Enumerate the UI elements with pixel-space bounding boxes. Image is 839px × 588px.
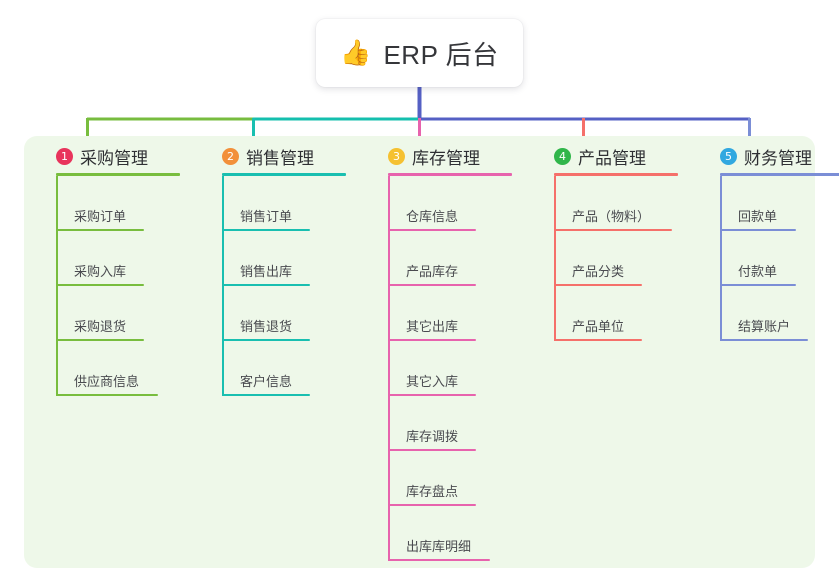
leaf-underline (56, 229, 144, 231)
branch-underline-1 (56, 173, 180, 176)
leaf-node[interactable]: 库存盘点 (388, 451, 476, 506)
branch-header-3[interactable]: 3 库存管理 (372, 136, 512, 176)
leaf-underline (222, 339, 310, 341)
branch-spine-2 (222, 176, 224, 396)
leaf-node[interactable]: 采购退货 (56, 286, 144, 341)
leaf-underline (56, 284, 144, 286)
branch-columns: 1 采购管理采购订单采购入库采购退货供应商信息 2 销售管理销售订单销售出库销售退货客… (24, 136, 839, 568)
leaf-label: 仓库信息 (406, 209, 459, 224)
leaf-node[interactable]: 客户信息 (222, 341, 310, 396)
thumbs-up-icon: 👍 (340, 38, 372, 67)
leaf-node[interactable]: 回款单 (720, 176, 796, 231)
branch-header-4[interactable]: 4 产品管理 (538, 136, 678, 176)
leaf-label: 供应商信息 (74, 374, 140, 389)
branch-spine-4 (554, 176, 556, 341)
leaf-label: 库存调拨 (406, 429, 459, 444)
leaf-label: 销售出库 (240, 264, 293, 279)
branch-column-1: 1 采购管理采购订单采购入库采购退货供应商信息 (40, 136, 180, 396)
branch-column-5: 5 财务管理回款单付款单结算账户 (704, 136, 839, 341)
branch-badge-2: 2 (222, 147, 239, 165)
branch-column-4: 4 产品管理产品（物料） 产品分类产品单位 (538, 136, 678, 341)
leaf-label: 回款单 (738, 209, 778, 224)
leaf-label: 销售订单 (240, 209, 293, 224)
branch-header-1[interactable]: 1 采购管理 (40, 136, 180, 176)
leaf-node[interactable]: 出库库明细 (388, 506, 490, 561)
root-node[interactable]: 👍 ERP 后台 (316, 19, 523, 87)
leaf-underline (388, 229, 476, 231)
branches-panel (24, 136, 815, 568)
branch-column-3: 3 库存管理仓库信息产品库存其它出库其它入库库存调拨库存盘点出库库明细 (372, 136, 512, 561)
leaf-underline (720, 229, 796, 231)
leaf-label: 客户信息 (240, 374, 293, 389)
branch-spine-1 (56, 176, 58, 396)
branch-badge-4: 4 (554, 147, 571, 165)
branch-badge-5: 5 (720, 147, 737, 165)
leaf-node[interactable]: 结算账户 (720, 286, 808, 341)
leaf-label: 产品分类 (572, 264, 625, 279)
leaf-label: 出库库明细 (406, 539, 472, 554)
leaf-underline (388, 559, 490, 561)
branch-header-5[interactable]: 5 财务管理 (704, 136, 839, 176)
leaf-underline (388, 394, 476, 396)
leaf-node[interactable]: 产品单位 (554, 286, 642, 341)
branch-label-3: 库存管理 (412, 148, 480, 168)
leaf-underline (554, 339, 642, 341)
root-node-label: ERP 后台 (383, 39, 499, 70)
branch-underline-4 (554, 173, 678, 176)
leaf-label: 付款单 (738, 264, 778, 279)
leaf-node[interactable]: 付款单 (720, 231, 796, 286)
leaf-node[interactable]: 供应商信息 (56, 341, 158, 396)
branch-label-1: 采购管理 (80, 148, 148, 168)
leaf-underline (388, 339, 476, 341)
branch-label-2: 销售管理 (246, 148, 314, 168)
leaf-node[interactable]: 销售订单 (222, 176, 310, 231)
leaf-underline (388, 449, 476, 451)
leaf-underline (56, 339, 144, 341)
leaf-label: 产品单位 (572, 319, 625, 334)
leaf-node[interactable]: 仓库信息 (388, 176, 476, 231)
leaf-underline (222, 284, 310, 286)
leaf-label: 采购订单 (74, 209, 127, 224)
leaf-node[interactable]: 采购入库 (56, 231, 144, 286)
leaf-node[interactable]: 销售退货 (222, 286, 310, 341)
leaf-underline (720, 284, 796, 286)
branch-underline-5 (720, 173, 839, 176)
leaf-node[interactable]: 其它出库 (388, 286, 476, 341)
leaf-label: 库存盘点 (406, 484, 459, 499)
leaf-label: 其它入库 (406, 374, 459, 389)
branch-badge-3: 3 (388, 147, 405, 165)
leaf-label: 销售退货 (240, 319, 293, 334)
leaf-node[interactable]: 销售出库 (222, 231, 310, 286)
leaf-underline (56, 394, 158, 396)
leaf-node[interactable]: 产品库存 (388, 231, 476, 286)
leaf-node[interactable]: 产品（物料） (554, 176, 672, 231)
leaf-label: 采购退货 (74, 319, 127, 334)
branch-spine-3 (388, 176, 390, 561)
leaf-underline (554, 229, 672, 231)
branch-spine-5 (720, 176, 722, 341)
leaf-node[interactable]: 库存调拨 (388, 396, 476, 451)
leaf-node[interactable]: 采购订单 (56, 176, 144, 231)
leaf-label: 结算账户 (738, 319, 791, 334)
leaf-node[interactable]: 其它入库 (388, 341, 476, 396)
branch-column-2: 2 销售管理销售订单销售出库销售退货客户信息 (206, 136, 346, 396)
leaf-underline (388, 284, 476, 286)
leaf-underline (388, 504, 476, 506)
leaf-underline (222, 229, 310, 231)
leaf-underline (554, 284, 642, 286)
leaf-label: 其它出库 (406, 319, 459, 334)
branch-underline-3 (388, 173, 512, 176)
branch-badge-1: 1 (56, 147, 73, 165)
leaf-label: 采购入库 (74, 264, 127, 279)
branch-header-2[interactable]: 2 销售管理 (206, 136, 346, 176)
branch-underline-2 (222, 173, 346, 176)
leaf-label: 产品库存 (406, 264, 459, 279)
leaf-node[interactable]: 产品分类 (554, 231, 642, 286)
leaf-label: 产品（物料） (572, 209, 651, 224)
branch-label-4: 产品管理 (578, 148, 646, 168)
leaf-underline (222, 394, 310, 396)
branch-label-5: 财务管理 (744, 148, 812, 168)
leaf-underline (720, 339, 808, 341)
